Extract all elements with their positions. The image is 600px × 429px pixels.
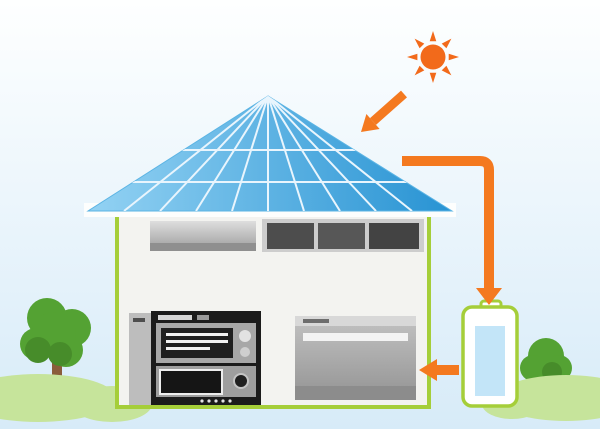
control-knob bbox=[239, 330, 251, 342]
battery-cell bbox=[475, 326, 505, 396]
microwave-window bbox=[159, 369, 223, 395]
sun-icon bbox=[407, 31, 459, 83]
kitchen-appliances bbox=[129, 311, 416, 405]
button-dots bbox=[200, 399, 232, 403]
upper-floor bbox=[150, 219, 424, 252]
door-handle bbox=[303, 319, 329, 323]
oven-microwave-stack bbox=[151, 311, 261, 405]
arrowhead bbox=[476, 288, 502, 305]
window-pane bbox=[369, 223, 419, 249]
sun-rays bbox=[407, 31, 459, 83]
vent-hood-shadow bbox=[150, 243, 256, 251]
tree-canopy-shade bbox=[48, 342, 72, 366]
arrowhead bbox=[419, 359, 437, 381]
sunlight-to-panel-arrow bbox=[361, 90, 407, 132]
counter-top bbox=[295, 316, 416, 326]
cabinet-door bbox=[129, 313, 151, 405]
top-display-bar bbox=[197, 315, 209, 320]
microwave-knob bbox=[233, 373, 249, 389]
panel-to-battery-arrow bbox=[402, 156, 502, 305]
dishwasher-base bbox=[295, 386, 416, 400]
top-display-bar bbox=[158, 315, 192, 320]
storage-battery bbox=[461, 299, 519, 408]
tree-canopy-shade bbox=[25, 337, 51, 363]
house bbox=[115, 211, 431, 409]
vent-hood bbox=[150, 221, 256, 243]
battery-to-appliances-arrow bbox=[419, 359, 459, 381]
cabinet-handle bbox=[133, 318, 145, 322]
dishwasher bbox=[295, 316, 416, 400]
sun-core bbox=[420, 44, 446, 70]
solar-panel-roof bbox=[86, 95, 454, 212]
window-pane bbox=[318, 223, 365, 249]
tree-canopy bbox=[20, 298, 91, 367]
window-pane bbox=[267, 223, 314, 249]
door-handle-slot bbox=[303, 333, 408, 341]
arrowhead bbox=[361, 114, 380, 132]
control-knob bbox=[240, 347, 250, 357]
energy-flow-arrows bbox=[361, 90, 502, 381]
